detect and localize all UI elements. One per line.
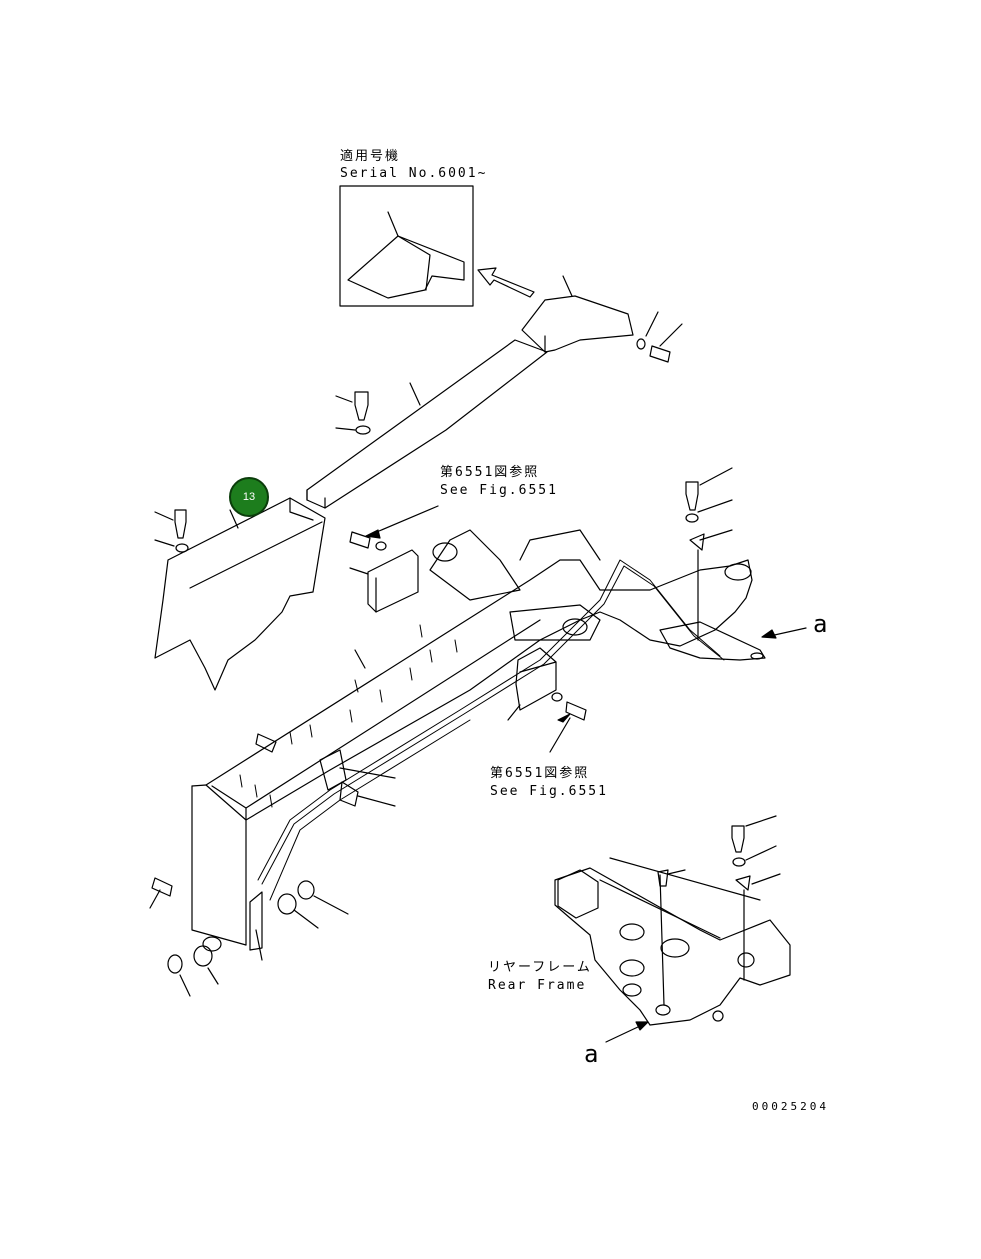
callout-number: 13 xyxy=(242,491,256,503)
rear-frame-label-jp: リヤーフレーム xyxy=(488,960,592,975)
upper-bolt-washer xyxy=(636,311,683,363)
drawing-code: 00025204 xyxy=(752,1100,829,1113)
see-fig-label-en-lower: See Fig.6551 xyxy=(490,784,608,799)
rear-pad xyxy=(507,647,587,753)
main-frame-rail xyxy=(191,529,766,946)
arrow-a-upper xyxy=(769,627,807,637)
mount-bracket xyxy=(349,549,419,613)
reference-letter-a-upper: a xyxy=(813,610,828,638)
see-fig-label-en-upper: See Fig.6551 xyxy=(440,483,558,498)
serial-label-en: Serial No.6001~ xyxy=(340,166,488,181)
cover-bolt-washer xyxy=(335,391,371,435)
see-fig-label-jp-lower: 第6551図参照 xyxy=(490,766,590,781)
rail-fittings xyxy=(239,624,458,808)
callout-badge-13[interactable]: 13 xyxy=(229,477,269,517)
upper-bent-cover xyxy=(521,275,634,353)
long-upper-cover xyxy=(306,339,548,509)
fig6551-bolt-upper xyxy=(349,505,439,551)
serial-variant-inset xyxy=(339,185,474,307)
left-side-cover xyxy=(154,497,326,691)
rear-frame-bolts xyxy=(657,815,781,891)
see-fig-label-jp-upper: 第6551図参照 xyxy=(440,465,540,480)
rear-frame-label-en: Rear Frame xyxy=(488,978,587,993)
inset-direction-arrow xyxy=(477,267,535,298)
frame-hoses xyxy=(257,559,725,901)
side-cover-bolt xyxy=(154,509,189,553)
reference-letter-a-lower: a xyxy=(584,1040,599,1068)
arrow-a-lower xyxy=(605,1025,641,1043)
lower-left-parts xyxy=(149,877,349,997)
cylinder-pins xyxy=(255,733,396,807)
rear-frame-detail xyxy=(554,857,791,1026)
right-bolts xyxy=(685,467,733,641)
serial-label-jp: 適用号機 xyxy=(340,149,401,164)
